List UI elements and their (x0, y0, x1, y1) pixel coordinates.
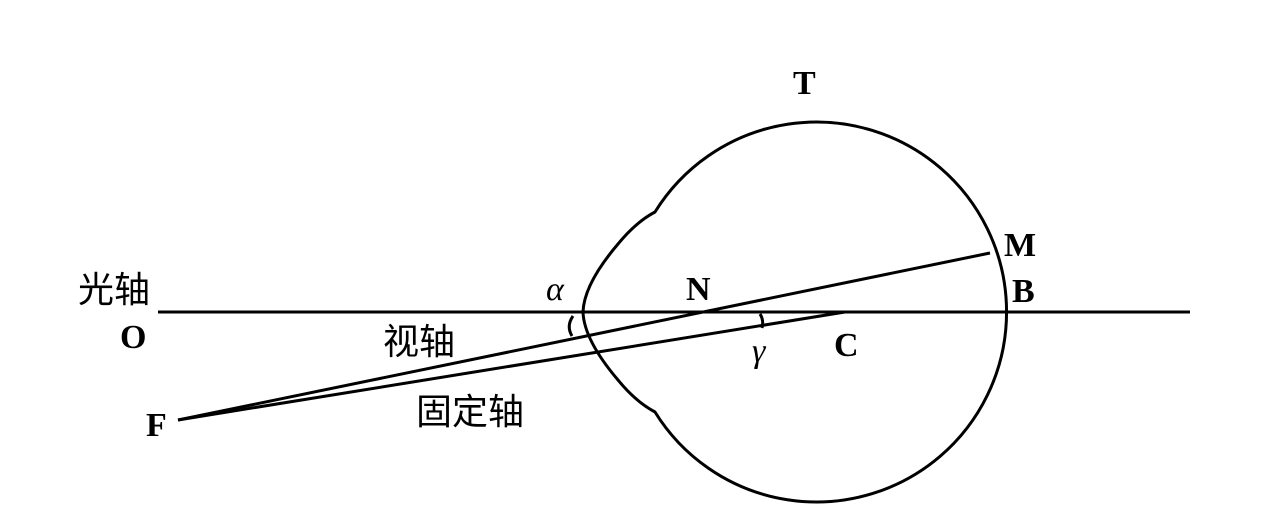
label-M: M (1004, 227, 1036, 264)
label-visual-axis: 视轴 (383, 322, 455, 363)
label-O: O (120, 319, 146, 356)
gamma-angle-arc (758, 313, 765, 329)
fixation-axis-line (177, 310, 846, 422)
label-alpha: α (546, 271, 565, 308)
label-gamma: γ (752, 333, 767, 370)
label-optical-axis: 光轴 (78, 270, 150, 311)
label-C: C (834, 327, 859, 364)
label-T: T (793, 65, 816, 102)
label-F: F (146, 407, 167, 444)
visual-axis-line (177, 251, 991, 422)
alpha-angle-arc (567, 315, 575, 337)
label-B: B (1012, 273, 1035, 310)
label-fixation-axis: 固定轴 (416, 392, 524, 433)
label-N: N (686, 271, 711, 308)
